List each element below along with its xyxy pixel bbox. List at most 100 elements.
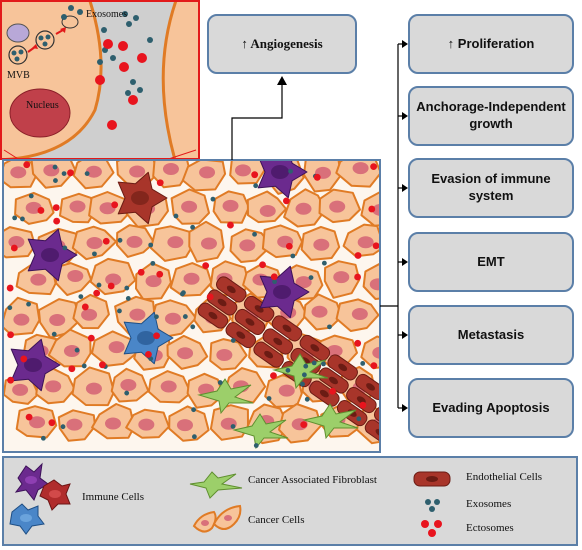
ectosome (329, 387, 336, 395)
immune-cells-icon (9, 462, 71, 535)
ectosome (81, 303, 89, 311)
exosome (192, 434, 197, 440)
ectosome (23, 161, 31, 169)
legend: Immune Cells Cancer Associated Fibroblas… (2, 456, 578, 546)
exosome (288, 168, 293, 174)
exosome (190, 324, 196, 330)
cancer-cells-icon (192, 504, 242, 533)
exosome (285, 367, 291, 373)
cell-nucleus (326, 345, 343, 358)
cell-nucleus (352, 162, 369, 175)
ectosome (87, 334, 95, 342)
cell-nucleus (105, 273, 122, 286)
ectosome (6, 284, 14, 292)
exosome (12, 215, 18, 221)
exosome (20, 216, 25, 222)
exosome (253, 183, 259, 189)
cell-nucleus (105, 417, 122, 430)
arrow-right-icon (402, 331, 408, 339)
ectosome (313, 173, 321, 181)
exosome (84, 171, 90, 177)
cell-nucleus (351, 308, 368, 321)
ectosome (251, 171, 259, 179)
exosome (311, 360, 317, 366)
cell-nucleus (138, 418, 155, 431)
exosome (7, 305, 13, 311)
cell-nucleus (45, 380, 62, 393)
cell-nucleus (126, 235, 143, 248)
ectosome (370, 362, 378, 370)
tumor-microenvironment (4, 161, 379, 451)
cell-nucleus (85, 165, 102, 178)
cell-nucleus (129, 165, 146, 178)
exosome (230, 338, 236, 343)
exosome (125, 296, 131, 301)
exosome (253, 443, 259, 448)
exosome (26, 301, 31, 307)
cell-nucleus (235, 164, 252, 177)
exosome (28, 193, 34, 199)
effect-label: EMT (477, 253, 505, 269)
ectosome (93, 289, 101, 297)
exosome (321, 260, 327, 266)
exosome (124, 285, 130, 291)
cell-nucleus (63, 344, 80, 357)
fibroblast-icon (189, 471, 243, 499)
exosome (74, 347, 80, 353)
cell-nucleus (29, 416, 46, 429)
cell-nucleus (108, 341, 125, 354)
ectosome (270, 273, 278, 281)
ectosome (52, 204, 60, 211)
exosome (62, 245, 68, 251)
exosome (52, 164, 58, 170)
exosome (230, 424, 236, 429)
cell-nucleus (176, 419, 193, 432)
exosome (304, 396, 310, 402)
cell-nucleus (369, 278, 379, 291)
nucleus-label: Nucleus (26, 100, 59, 111)
effect-label: Evasion of immune system (431, 171, 551, 203)
exosome (51, 331, 57, 337)
arrow-right-icon (402, 258, 408, 266)
ectosome (370, 163, 378, 171)
ectosome (282, 197, 290, 205)
ectosome (259, 261, 266, 269)
ectosome (372, 242, 379, 250)
exosome (117, 308, 122, 314)
exosome (272, 279, 277, 285)
exosome (327, 324, 332, 330)
legend-icons (9, 462, 451, 537)
exosome (180, 291, 185, 297)
cell-nucleus (13, 313, 30, 326)
mvb-fusing-icon (35, 30, 55, 50)
exosome (154, 314, 159, 320)
arrow-right-icon (402, 404, 408, 412)
inset-neighbor-cell (161, 2, 198, 158)
endothelial-cells-icon (413, 471, 451, 487)
exosome (173, 213, 179, 219)
exosome (217, 380, 223, 385)
cell-nucleus (67, 270, 84, 283)
exosome (308, 275, 314, 281)
arrow-heads (277, 76, 287, 85)
exosome (300, 381, 305, 387)
fibroblast (302, 403, 359, 440)
effect-box-apoptosis: Evading Apoptosis (408, 378, 574, 438)
exosome (96, 282, 102, 288)
ectosome (102, 237, 110, 245)
legend-cancer-label: Cancer Cells (248, 514, 305, 526)
ectosome (25, 413, 33, 421)
inset-panel: MVB Nucleus Exosomes (0, 0, 200, 160)
legend-exosomes-label: Exosomes (466, 498, 512, 510)
cell-nucleus (329, 200, 346, 213)
exosome (191, 407, 197, 413)
ectosome (68, 365, 76, 373)
cell-nucleus (333, 271, 350, 284)
legend-caf-label: Cancer Associated Fibroblast (248, 474, 377, 486)
cell-nucleus (66, 418, 83, 431)
effect-label: ↑ Proliferation (447, 35, 535, 51)
ectosome (153, 332, 160, 340)
cell-nucleus (164, 312, 181, 325)
cell-nucleus (167, 236, 184, 249)
